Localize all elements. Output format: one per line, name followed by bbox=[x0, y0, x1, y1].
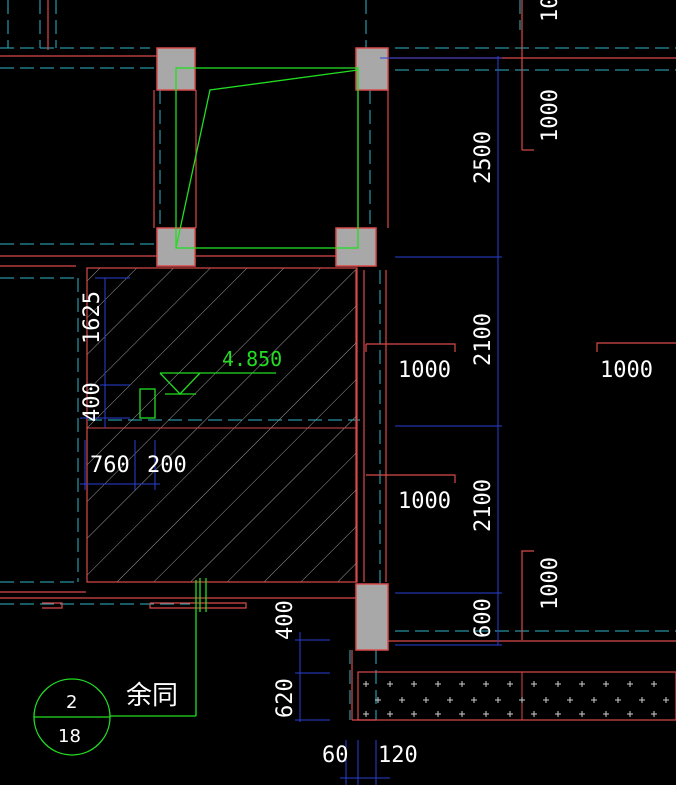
level-symbol bbox=[139, 372, 276, 419]
shaft-outline bbox=[175, 67, 359, 249]
opening-1000-b: 1000 bbox=[398, 489, 451, 514]
callout-number: 2 bbox=[66, 692, 77, 713]
dim-600: 600 bbox=[471, 598, 496, 638]
dim-60: 60 bbox=[322, 743, 349, 768]
opening-1000-f: 1000 bbox=[538, 0, 563, 22]
callout-leader bbox=[110, 578, 207, 717]
dim-2100-lower: 2100 bbox=[471, 479, 496, 532]
stair-strip bbox=[357, 671, 676, 721]
hatched-slab bbox=[86, 267, 358, 583]
opening-1000-c: 1000 bbox=[600, 358, 653, 383]
column-mid-right bbox=[335, 227, 377, 267]
column-bottom-right bbox=[355, 583, 389, 651]
dim-200: 200 bbox=[147, 453, 187, 478]
dim-2100-upper: 2100 bbox=[471, 313, 496, 366]
opening-1000-e: 1000 bbox=[538, 557, 563, 610]
dimension-lines bbox=[80, 56, 502, 785]
dim-1625: 1625 bbox=[80, 291, 105, 344]
detail-callout: 2 18 余同 bbox=[33, 678, 178, 756]
dim-760: 760 bbox=[90, 453, 130, 478]
dim-400-left: 400 bbox=[80, 382, 105, 422]
dim-620: 620 bbox=[273, 678, 298, 718]
dim-2500: 2500 bbox=[471, 131, 496, 184]
column-top-right bbox=[355, 47, 389, 91]
columns bbox=[156, 47, 389, 651]
callout-note: 余同 bbox=[126, 681, 178, 711]
opening-1000-d: 1000 bbox=[538, 89, 563, 142]
level-value: 4.850 bbox=[222, 347, 282, 371]
dim-400-bottom: 400 bbox=[273, 600, 298, 640]
callout-sheet: 18 bbox=[58, 726, 81, 747]
opening-1000-a: 1000 bbox=[398, 358, 451, 383]
dim-120: 120 bbox=[378, 743, 418, 768]
